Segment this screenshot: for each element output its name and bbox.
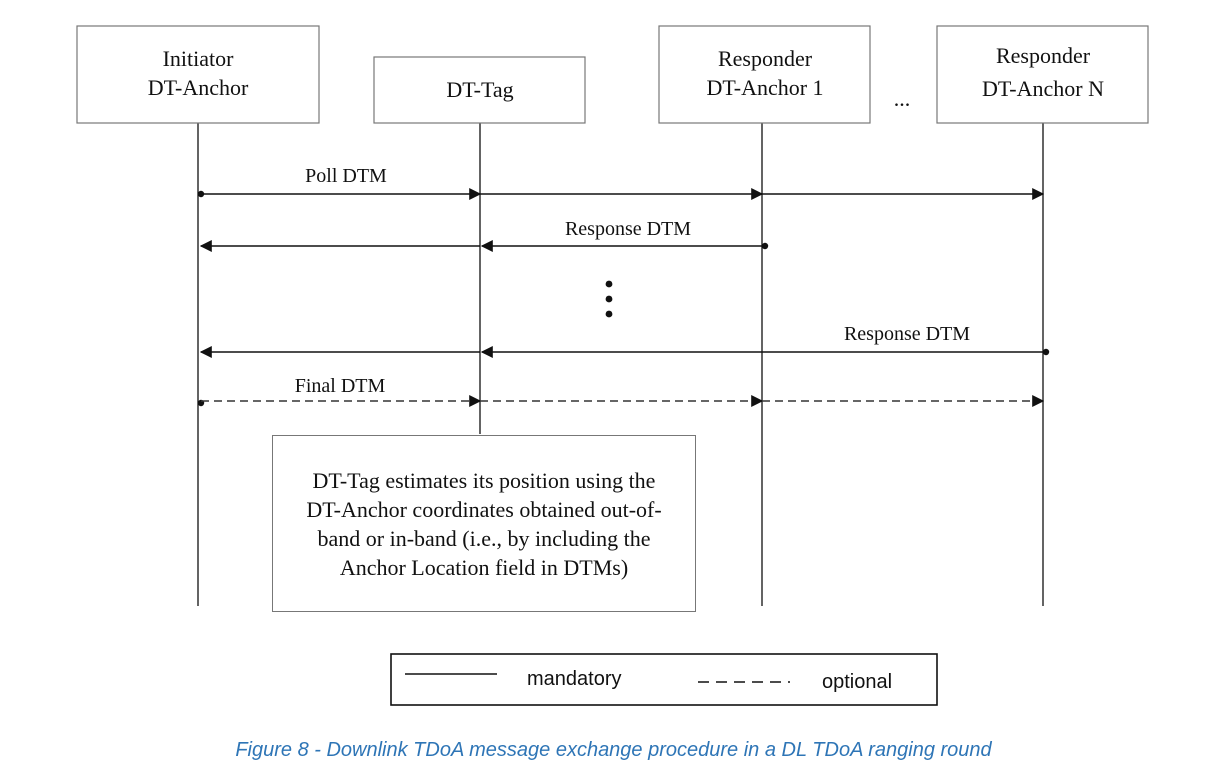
legend: mandatory optional: [390, 653, 938, 706]
figure-caption: Figure 8 - Downlink TDoA message exchang…: [235, 739, 992, 761]
message-poll-label: Poll DTM: [305, 165, 387, 187]
message-final: Final DTM: [197, 375, 1045, 407]
participant-initiator: Initiator DT-Anchor: [76, 25, 320, 124]
note-line-3: band or in-band (i.e., by including the: [317, 525, 651, 551]
participant-responder1: Responder DT-Anchor 1: [658, 25, 871, 124]
message-response-1: Response DTM: [199, 218, 769, 252]
legend-box: [390, 653, 938, 706]
legend-optional-label: optional: [822, 671, 892, 693]
participant-responderN-line1: Responder: [996, 43, 1091, 68]
legend-mandatory-label: mandatory: [527, 668, 622, 690]
participant-responderN-line2: DT-Anchor N: [982, 76, 1104, 101]
message-response-N: Response DTM: [199, 323, 1050, 358]
responders-ellipsis: ...: [894, 86, 911, 111]
message-final-label: Final DTM: [295, 375, 386, 397]
participant-initiator-line1: Initiator: [163, 46, 235, 71]
note-line-1: DT-Tag estimates its position using the: [312, 467, 656, 493]
message-poll: Poll DTM: [197, 165, 1045, 200]
note-line-2: DT-Anchor coordinates obtained out-of-: [306, 496, 662, 522]
note-line-4: Anchor Location field in DTMs): [339, 554, 629, 580]
position-estimation-note: DT-Tag estimates its position using the …: [272, 435, 696, 612]
participant-responderN: Responder DT-Anchor N: [936, 25, 1149, 124]
participant-responder1-line1: Responder: [718, 46, 813, 71]
participant-initiator-line2: DT-Anchor: [148, 75, 249, 100]
message-response-1-label: Response DTM: [565, 218, 691, 240]
participant-tag: DT-Tag: [373, 56, 586, 124]
vertical-ellipsis: [605, 280, 613, 318]
participant-tag-label: DT-Tag: [446, 77, 513, 102]
message-response-N-label: Response DTM: [844, 323, 970, 345]
participant-responder1-line2: DT-Anchor 1: [706, 75, 823, 100]
